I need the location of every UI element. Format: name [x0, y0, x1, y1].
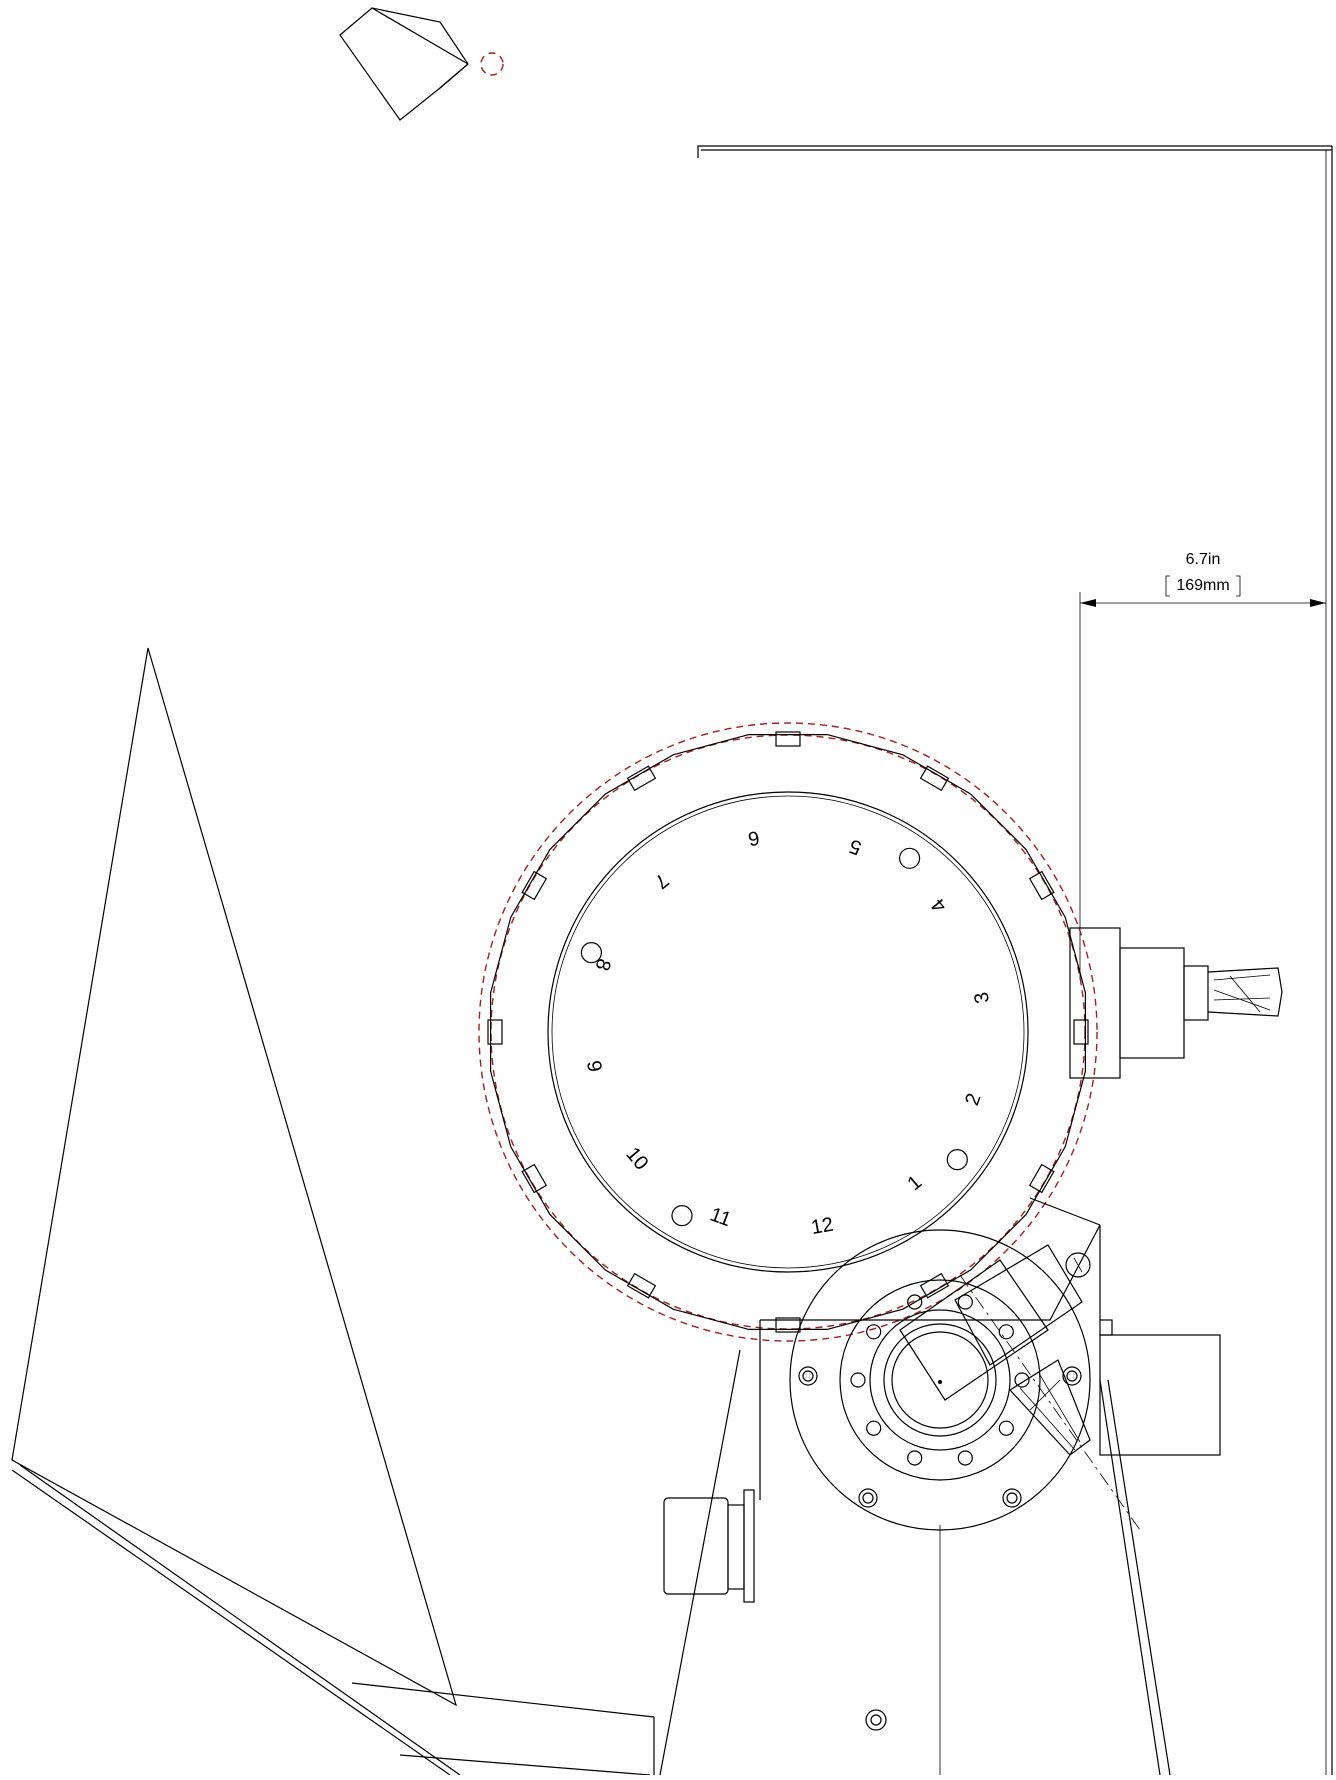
bolt-hole: [866, 1420, 882, 1436]
mount-bolt: [862, 1492, 874, 1504]
mount-bolt: [1006, 1492, 1018, 1504]
position-label: 12: [809, 1214, 835, 1240]
inner-clearance-circle: [490, 734, 1086, 1330]
bolt-hole: [998, 1420, 1014, 1436]
outer-clearance-circle: [478, 722, 1098, 1342]
mount-bolt: [1062, 1366, 1082, 1386]
dimension-inches: 6.7in: [1186, 551, 1221, 568]
carousel-face: [547, 791, 1029, 1273]
index-hole: [580, 941, 603, 964]
tool-tip-marker: [480, 52, 504, 76]
left-fixture: [11, 647, 655, 1776]
tool-carousel: 6 5 4 3 2 1 12 11 10 9 8 7: [478, 722, 1098, 1342]
tool-slot: [1073, 1019, 1089, 1045]
tool-slot: [919, 765, 950, 792]
position-label: 11: [707, 1204, 734, 1232]
mount-bolt: [1002, 1488, 1022, 1508]
bolt-hole: [907, 1450, 923, 1466]
position-label: 5: [846, 834, 864, 858]
bolt-hole: [850, 1372, 866, 1388]
index-hole: [671, 1204, 693, 1227]
position-label: 3: [970, 990, 994, 1005]
tool-slot: [626, 765, 657, 792]
position-label: 1: [904, 1171, 927, 1195]
mount-bolt: [798, 1366, 818, 1386]
bolt-hole: [957, 1450, 973, 1466]
tool-slot: [626, 1272, 657, 1299]
index-holes: [580, 847, 968, 1227]
arrow-left-icon: [1080, 599, 1096, 607]
bolt-hole: [957, 1294, 973, 1310]
bolt-hole: [998, 1324, 1014, 1340]
bolt-holes: [798, 1294, 1082, 1508]
right-tool-holder: [1069, 927, 1283, 1079]
enclosure-wall: [697, 145, 1333, 1775]
position-label: 4: [927, 894, 951, 917]
index-hole: [898, 847, 921, 869]
tool-slot: [521, 1163, 548, 1194]
transfer-arm-tool: [899, 1244, 1141, 1531]
mount-bolt: [802, 1370, 814, 1382]
bolt-hole: [907, 1294, 923, 1310]
position-label: 2: [961, 1090, 985, 1108]
position-label: 9: [582, 1059, 606, 1074]
bolt-hole: [1014, 1372, 1030, 1388]
dimension-annotation: 6.7in 169mm: [1079, 551, 1326, 980]
tool-slot: [1028, 1163, 1055, 1194]
tool-slot: [521, 870, 548, 901]
position-label: 7: [650, 869, 673, 893]
arrow-right-icon: [1310, 599, 1326, 607]
tool-slot: [775, 731, 801, 747]
position-label: 8: [590, 956, 614, 974]
mount-bolt: [1066, 1370, 1078, 1382]
bolt-hole: [866, 1324, 882, 1340]
small-tool-block: [339, 7, 504, 121]
position-label: 10: [621, 1143, 652, 1174]
dimension-mm: 169mm: [1176, 577, 1229, 594]
carousel-body: [490, 733, 1087, 1331]
mount-bolt: [858, 1488, 878, 1508]
tool-slot: [487, 1019, 503, 1045]
position-label: 6: [746, 826, 761, 850]
position-labels: 6 5 4 3 2 1 12 11 10 9 8 7: [582, 826, 994, 1239]
motor: [663, 1489, 755, 1603]
spindle-head: [659, 1197, 1221, 1776]
tool-slot: [1028, 870, 1055, 901]
index-hole: [946, 1148, 968, 1171]
